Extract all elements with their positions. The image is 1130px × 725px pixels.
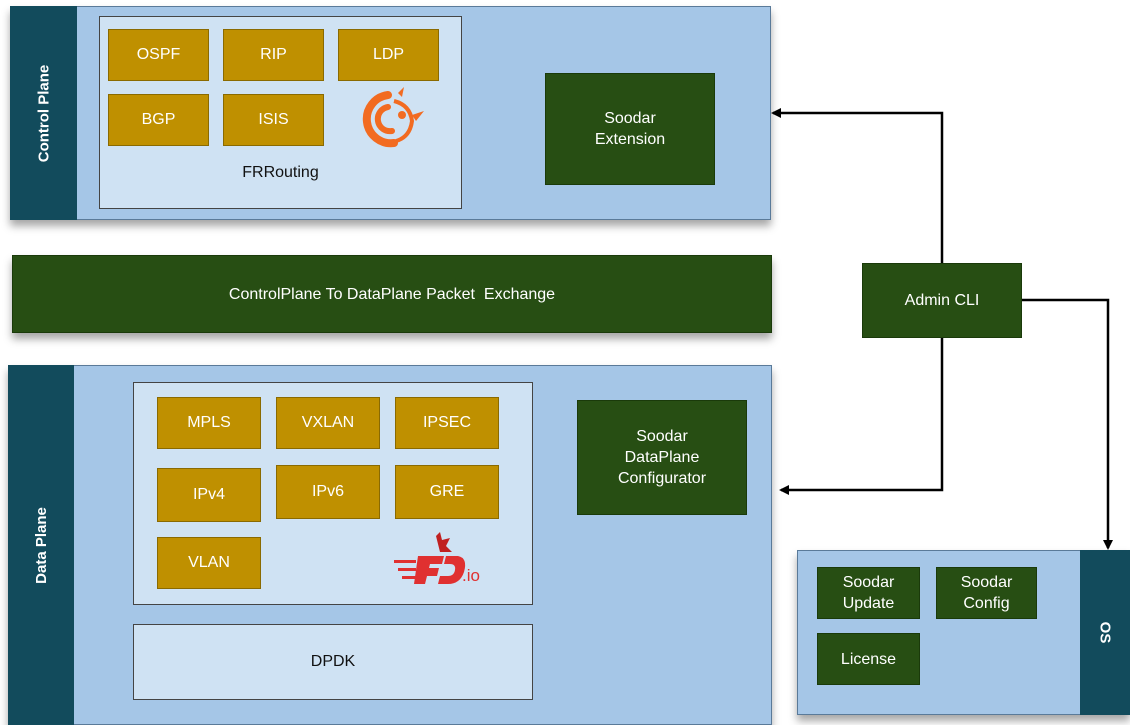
protocol-isis: ISIS xyxy=(223,94,324,146)
dataplane-configurator-box: Soodar DataPlane Configurator xyxy=(577,400,747,515)
protocol-ldp: LDP xyxy=(338,29,439,81)
soodar-extension-box: Soodar Extension xyxy=(545,73,715,185)
dpdk-box: DPDK xyxy=(133,624,533,700)
data-plane-side-label: Data Plane xyxy=(8,365,74,725)
frrouting-logo-icon xyxy=(362,87,424,148)
protocol-vxlan: VXLAN xyxy=(276,397,380,449)
protocol-rip: RIP xyxy=(223,29,324,81)
control-plane-side-label: Control Plane xyxy=(10,6,77,220)
fdio-logo-text: .io xyxy=(462,566,480,585)
soodar-config-box: Soodar Config xyxy=(936,567,1037,619)
admin-cli-box: Admin CLI xyxy=(862,263,1022,338)
protocol-bgp: BGP xyxy=(108,94,209,146)
protocol-ipsec: IPSEC xyxy=(395,397,499,449)
os-side-label: OS xyxy=(1080,550,1130,715)
arrow-cli-to-extension xyxy=(771,108,944,263)
arrow-cli-to-os xyxy=(1022,298,1113,550)
protocol-mpls: MPLS xyxy=(157,397,261,449)
protocol-vlan: VLAN xyxy=(157,537,261,589)
protocol-ipv4: IPv4 xyxy=(157,468,261,522)
license-box: License xyxy=(817,633,920,685)
protocol-ospf: OSPF xyxy=(108,29,209,81)
protocol-ipv6: IPv6 xyxy=(276,465,380,519)
frrouting-label: FRRouting xyxy=(242,164,319,181)
arrow-cli-to-configurator xyxy=(779,338,944,495)
protocol-gre: GRE xyxy=(395,465,499,519)
packet-exchange-bar: ControlPlane To DataPlane Packet Exchang… xyxy=(12,255,772,333)
fdio-logo-icon xyxy=(394,532,466,584)
soodar-update-box: Soodar Update xyxy=(817,567,920,619)
